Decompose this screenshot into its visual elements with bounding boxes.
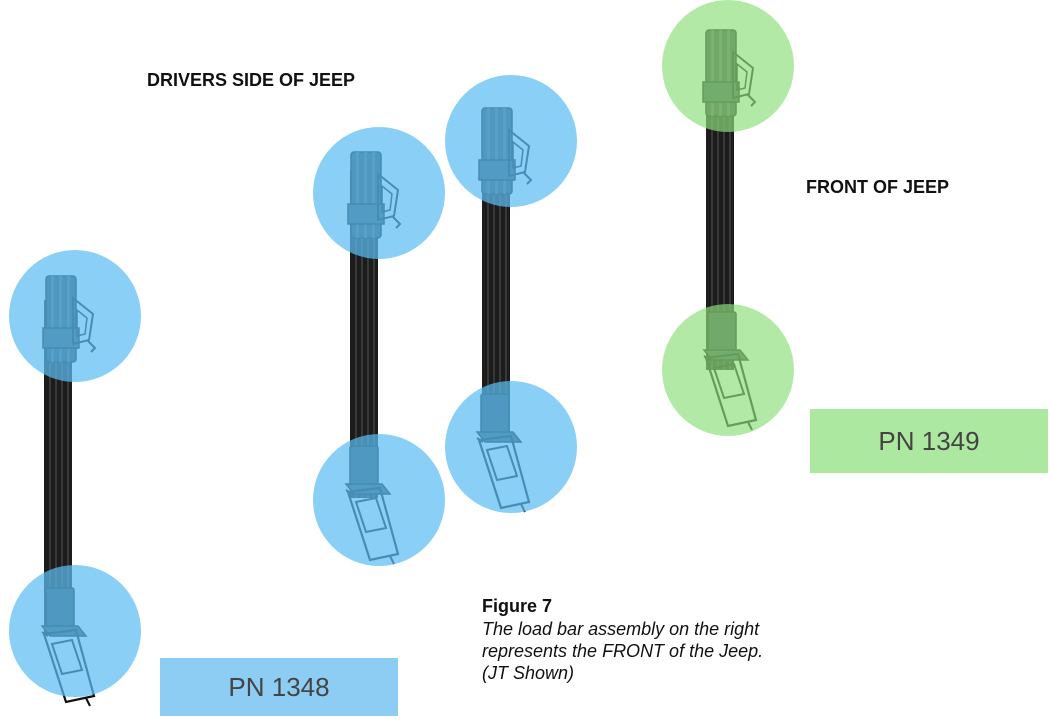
part-number-1349-box: PN 1349 — [810, 409, 1048, 473]
part-number-1348-text: PN 1348 — [228, 671, 330, 702]
blue-highlight-circle — [313, 434, 445, 566]
front-of-jeep-label: FRONT OF JEEP — [806, 177, 950, 197]
figure-description: The load bar assembly on the right repre… — [482, 619, 764, 683]
figure-caption: Figure 7 The load bar assembly on the ri… — [482, 594, 812, 684]
blue-highlight-circle — [9, 250, 141, 382]
blue-highlight-circle — [445, 381, 577, 513]
part-number-1348-box: PN 1348 — [160, 658, 398, 716]
figure-title: Figure 7 — [482, 596, 553, 616]
blue-highlight-circle — [313, 127, 445, 259]
load-bar-assembly-1 — [9, 250, 141, 708]
green-highlight-circle — [662, 0, 794, 132]
load-bar-assembly-3 — [445, 75, 577, 514]
blue-highlight-circle — [9, 565, 141, 697]
drivers-side-label: DRIVERS SIDE OF JEEP — [147, 70, 356, 90]
load-bar-assembly-front — [662, 0, 794, 436]
blue-highlight-circle — [445, 75, 577, 207]
part-number-1349-text: PN 1349 — [878, 425, 980, 456]
load-bar-assembly-2 — [313, 127, 445, 566]
green-highlight-circle — [662, 304, 794, 436]
